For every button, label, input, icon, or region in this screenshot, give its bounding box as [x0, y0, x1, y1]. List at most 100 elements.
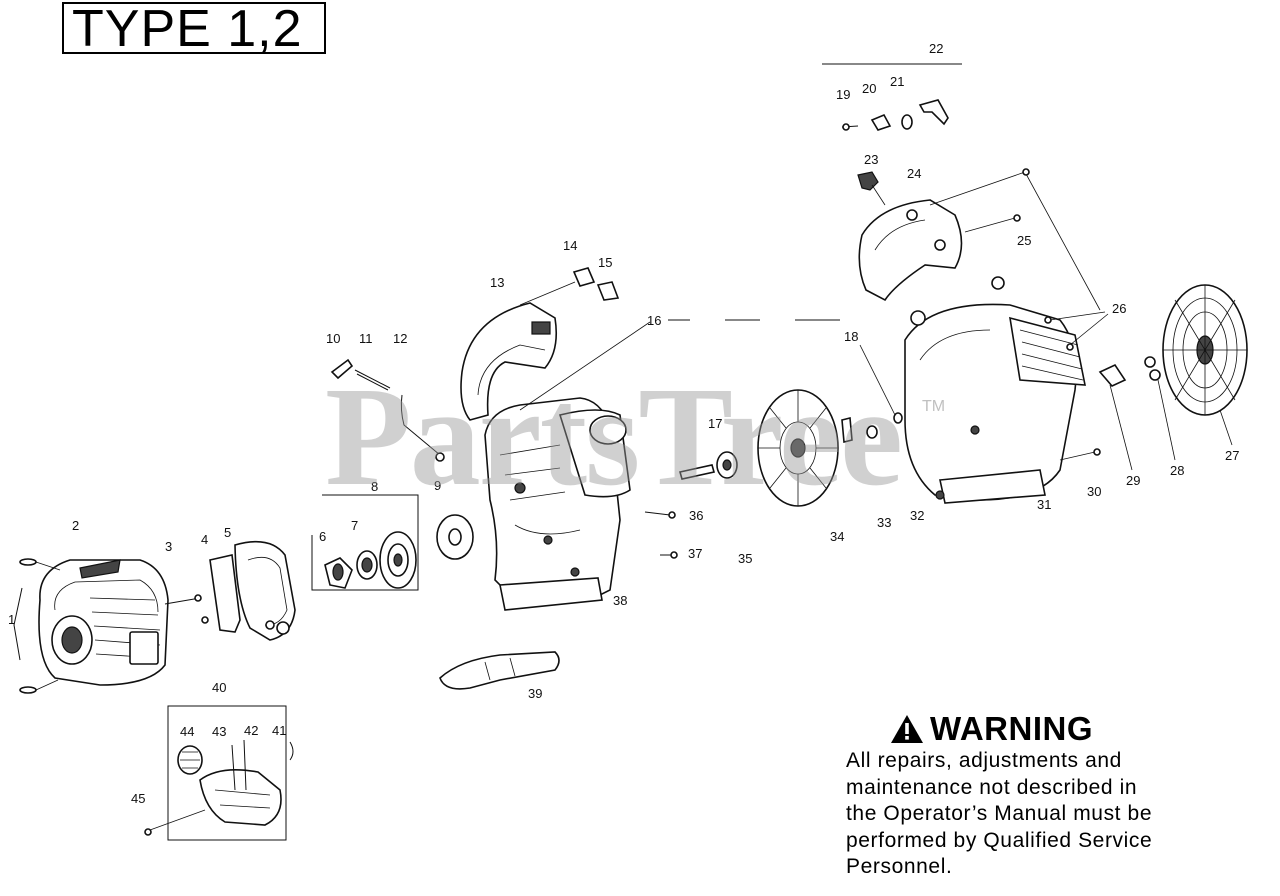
- callout-23: 23: [864, 152, 878, 167]
- part-36-screw: [644, 511, 676, 519]
- callout-41: 41: [272, 723, 286, 738]
- callout-18: 18: [844, 329, 858, 344]
- part-40-inset-box: [167, 705, 287, 841]
- part-27-intake-cover: [1162, 284, 1248, 446]
- part-41-clip: [289, 741, 294, 761]
- callout-43: 43: [212, 724, 226, 739]
- leader-16-housing: [519, 321, 651, 411]
- part-24-cover-plate: [858, 199, 963, 302]
- callout-10: 10: [326, 331, 340, 346]
- callout-33: 33: [877, 515, 891, 530]
- callout-9: 9: [434, 478, 441, 493]
- leader-13-14: [519, 281, 576, 306]
- callout-12: 12: [393, 331, 407, 346]
- callout-27: 27: [1225, 448, 1239, 463]
- part-35-shaft: [678, 464, 716, 480]
- callout-38: 38: [613, 593, 627, 608]
- callout-5: 5: [224, 525, 231, 540]
- callout-25: 25: [1017, 233, 1031, 248]
- callout-30: 30: [1087, 484, 1101, 499]
- callout-29: 29: [1126, 473, 1140, 488]
- callout-26: 26: [1112, 301, 1126, 316]
- callout-40: 40: [212, 680, 226, 695]
- part-33-key: [841, 416, 853, 444]
- warning-line: All repairs, adjustments and: [846, 749, 1122, 772]
- warning-title: WARNING: [930, 710, 1093, 747]
- part-17-spacer: [716, 451, 738, 479]
- callout-16: 16: [647, 313, 661, 328]
- part-8-pulley: [379, 531, 417, 589]
- part-38-housing: [484, 397, 631, 611]
- callout-36: 36: [689, 508, 703, 523]
- part-1-screws: [13, 558, 61, 694]
- part-28-nut: [1144, 356, 1176, 461]
- callout-2: 2: [72, 518, 79, 533]
- part-31-fan-housing: [904, 276, 1086, 504]
- callout-11: 11: [359, 331, 373, 346]
- callout-6: 6: [319, 529, 326, 544]
- part-11-spring: [354, 369, 391, 391]
- callout-35: 35: [738, 551, 752, 566]
- callout-17: 17: [708, 416, 722, 431]
- callout-13: 13: [490, 275, 504, 290]
- part-37-screw: [660, 551, 678, 559]
- callout-labels: 1 2 3 4 5 6 7 8 9 10 11 12 13 14 15 16 1…: [8, 41, 1239, 806]
- part-45-screw: [144, 809, 206, 836]
- callout-7: 7: [351, 518, 358, 533]
- part-25-screw: [964, 214, 1021, 233]
- watermark-trademark: TM: [922, 398, 946, 415]
- watermark-text: PartsTree: [325, 357, 903, 515]
- callout-1: 1: [8, 612, 15, 627]
- part-4-gasket: [209, 554, 241, 633]
- warning-icon: [891, 715, 923, 743]
- callout-45: 45: [131, 791, 145, 806]
- warning-line: Personnel.: [846, 855, 953, 878]
- callout-21: 21: [890, 74, 904, 89]
- part-30-screw: [1059, 448, 1101, 461]
- part-19-screw: [841, 123, 859, 131]
- callout-31: 31: [1037, 497, 1051, 512]
- part-15-bushing: [596, 281, 620, 301]
- warning-line: performed by Qualified Service: [846, 828, 1153, 852]
- warning-line: maintenance not described in: [846, 775, 1138, 799]
- part-5-filter-housing: [234, 540, 296, 641]
- part-29-bracket: [1098, 363, 1133, 471]
- callout-34: 34: [830, 529, 844, 544]
- callout-24: 24: [907, 166, 921, 181]
- callout-28: 28: [1170, 463, 1184, 478]
- part-3-screw: [164, 594, 209, 624]
- part-7-clutch: [356, 550, 378, 580]
- part-32-washer: [866, 425, 878, 439]
- callout-37: 37: [688, 546, 702, 561]
- part-34-impeller: [757, 389, 839, 507]
- type-label: TYPE 1,2: [62, 2, 326, 55]
- callout-4: 4: [201, 532, 208, 547]
- part-12-rod: [400, 394, 445, 462]
- callout-44: 44: [180, 724, 194, 739]
- part-18-washer: [859, 344, 903, 424]
- part-10-clip: [330, 358, 354, 380]
- part-23-switch: [857, 171, 886, 206]
- callout-14: 14: [563, 238, 577, 253]
- part-20-knob: [870, 113, 892, 131]
- part-44-knob: [177, 745, 203, 775]
- part-26-screws: [929, 168, 1109, 351]
- part-6-nut: [324, 557, 353, 589]
- callout-22: 22: [929, 41, 943, 56]
- part-39-tube: [439, 651, 560, 690]
- assembly-bracket-6-8: [311, 494, 419, 591]
- callout-8: 8: [371, 479, 378, 494]
- callout-20: 20: [862, 81, 876, 96]
- part-21-ring: [901, 114, 913, 130]
- part-22-lever: [822, 63, 962, 126]
- callout-32: 32: [910, 508, 924, 523]
- callout-3: 3: [165, 539, 172, 554]
- warning-line: the Operator’s Manual must be: [846, 802, 1153, 825]
- callout-42: 42: [244, 723, 258, 738]
- warning-header: WARNING: [890, 710, 1266, 748]
- part-42-43-handle: [199, 739, 282, 826]
- part-13-handle: [460, 302, 558, 421]
- callout-15: 15: [598, 255, 612, 270]
